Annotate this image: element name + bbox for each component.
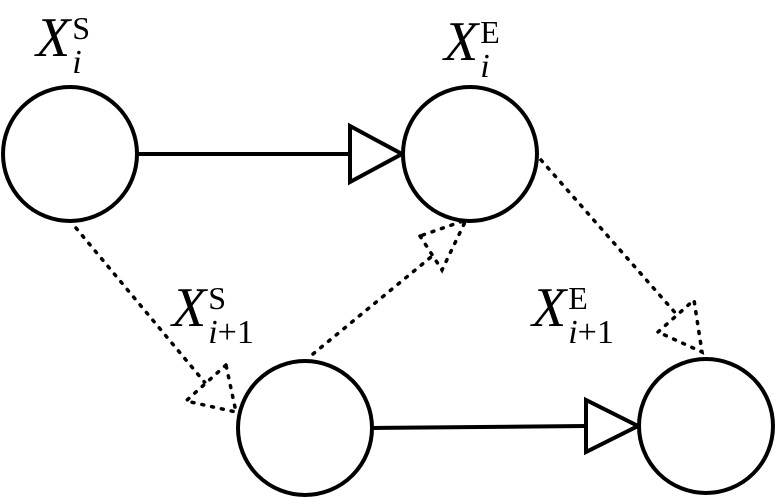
edge-xs-i-to-xs-i1 xyxy=(74,226,239,415)
label-sub: i xyxy=(480,48,490,85)
label-xs-i: X S i xyxy=(36,7,91,81)
label-xe-i: X E i xyxy=(444,11,500,85)
node-xs-i xyxy=(1,85,139,223)
edge-xs-i1-to-xe-i1 xyxy=(372,396,643,456)
label-sub: i+1 xyxy=(208,314,254,351)
node-xs-i1 xyxy=(236,359,374,497)
label-xe-i1: X E i+1 xyxy=(532,277,614,351)
edge-xs-i-to-xe-i xyxy=(138,122,407,186)
node-xe-i1 xyxy=(637,357,775,495)
label-sup: E xyxy=(480,14,500,50)
label-sup: E xyxy=(568,280,588,316)
label-sup: S xyxy=(208,280,227,316)
label-sup: S xyxy=(72,10,91,46)
edge-xe-i-to-xe-i1 xyxy=(539,158,705,355)
label-sub: i xyxy=(72,44,82,81)
node-xe-i xyxy=(401,85,539,223)
label-xs-i1: X S i+1 xyxy=(172,277,254,351)
label-sub: i+1 xyxy=(568,314,614,351)
edge-xs-i1-to-xe-i xyxy=(311,216,470,356)
